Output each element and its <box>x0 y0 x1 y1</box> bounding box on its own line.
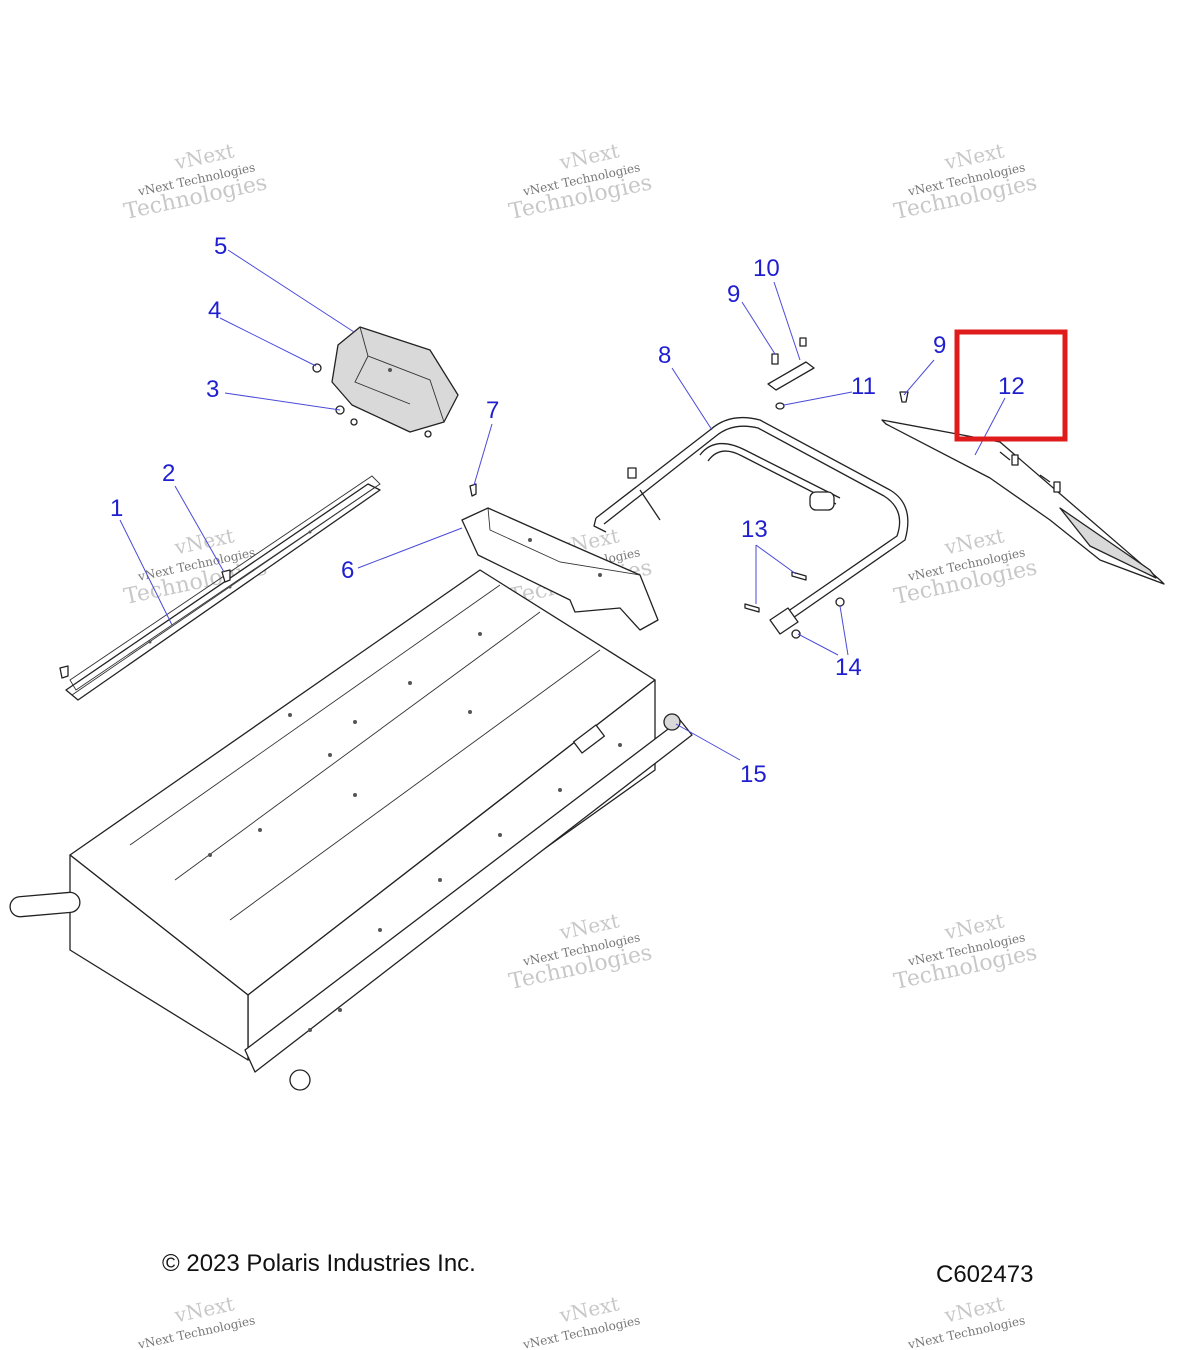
part-9-screw-top <box>771 337 807 365</box>
callout-4[interactable]: 4 <box>208 297 221 324</box>
part-5-cover <box>331 326 459 433</box>
callout-1[interactable]: 1 <box>110 495 123 522</box>
part-14-nuts <box>791 597 845 639</box>
cargo-bed <box>9 569 693 1091</box>
watermark: vNext vNext Technologies <box>521 1291 641 1350</box>
watermark: vNext vNext Technologies Technologies <box>122 523 270 610</box>
callout-9-right[interactable]: 9 <box>933 332 946 359</box>
part-8-bumper-frame <box>593 416 909 635</box>
callout-7[interactable]: 7 <box>486 397 499 424</box>
watermark: vNext vNext Technologies Technologies <box>892 908 1040 995</box>
part-6-bracket <box>461 507 659 631</box>
part-7-screw <box>469 483 477 497</box>
watermark: vNext vNext Technologies Technologies <box>507 908 655 995</box>
part-9-screw-right <box>899 391 909 403</box>
callout-15[interactable]: 15 <box>740 761 767 788</box>
watermark: vNext vNext Technologies Technologies <box>122 138 270 225</box>
callout-10[interactable]: 10 <box>753 255 780 282</box>
callout-6[interactable]: 6 <box>341 557 354 584</box>
highlight-box <box>954 329 1068 442</box>
copyright-text: © 2023 Polaris Industries Inc. <box>162 1250 476 1277</box>
part-12-bar <box>881 419 1165 585</box>
watermark: vNext vNext Technologies <box>906 1291 1026 1350</box>
callout-2[interactable]: 2 <box>162 460 175 487</box>
callout-8[interactable]: 8 <box>658 342 671 369</box>
part-2-screw <box>221 569 231 583</box>
watermark: vNext vNext Technologies Technologies <box>507 138 655 225</box>
figure-id: C602473 <box>936 1261 1034 1288</box>
callout-12[interactable]: 12 <box>998 373 1025 400</box>
callout-13[interactable]: 13 <box>741 516 768 543</box>
leader-lines <box>119 249 1006 761</box>
part-10-plate <box>767 361 815 391</box>
callouts: 1 2 3 4 5 6 7 8 9 10 11 9 12 13 14 15 <box>110 233 1025 788</box>
part-13-bolts <box>744 571 807 613</box>
callout-11[interactable]: 11 <box>851 373 876 400</box>
part-11-washer <box>775 402 785 410</box>
part-1-left-rail <box>59 475 381 701</box>
callout-5[interactable]: 5 <box>214 233 227 260</box>
watermark: vNext vNext Technologies Technologies <box>892 138 1040 225</box>
callout-3[interactable]: 3 <box>206 376 219 403</box>
callout-14[interactable]: 14 <box>835 654 862 681</box>
callout-9-top[interactable]: 9 <box>727 281 740 308</box>
watermark: vNext vNext Technologies <box>136 1291 256 1350</box>
part-15-plug <box>663 713 681 731</box>
